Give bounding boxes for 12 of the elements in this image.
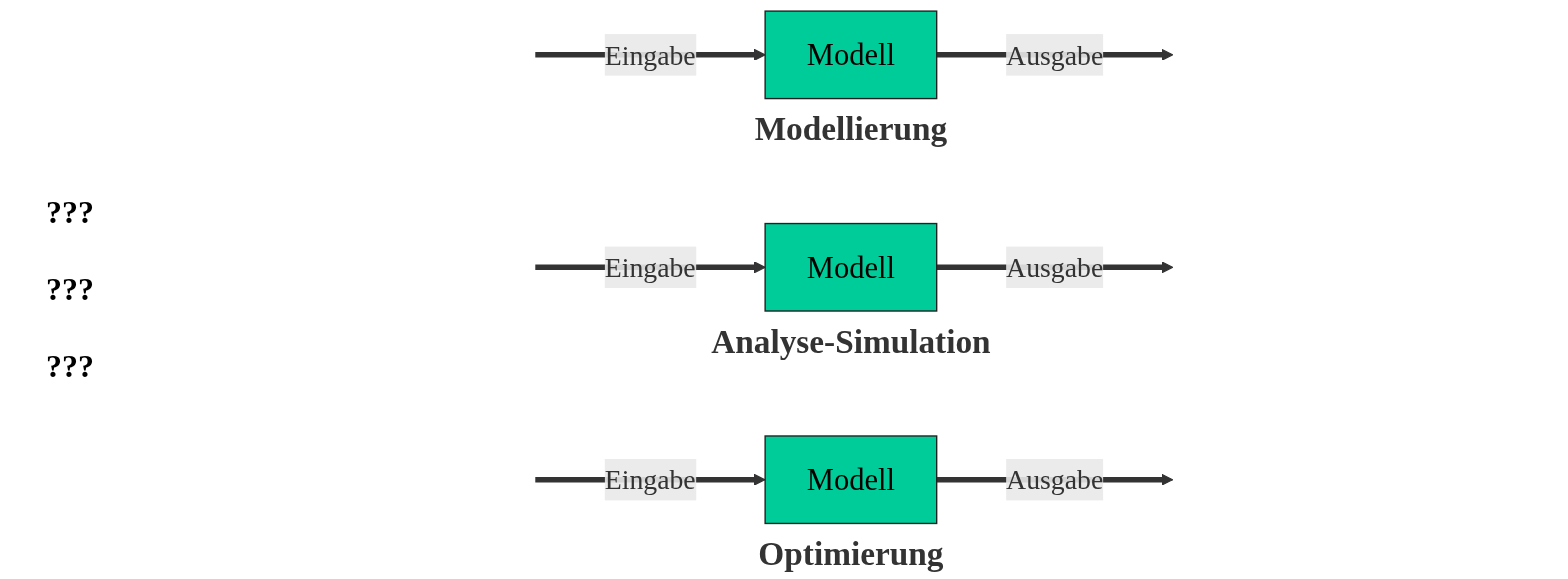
diagram-caption: Modellierung	[754, 110, 948, 148]
question-marks: ???	[46, 194, 94, 231]
diagram-caption: Analyse-Simulation	[711, 322, 991, 360]
model-box: Modell	[764, 10, 938, 100]
edge-label: Ausgabe	[1006, 252, 1104, 283]
edge-label: Eingabe	[604, 464, 696, 495]
question-marks: ???	[46, 348, 94, 385]
edge-label: Ausgabe	[1006, 464, 1104, 495]
question-marks: ???	[46, 271, 94, 308]
model-box: Modell	[764, 222, 938, 312]
model-box: Modell	[764, 435, 938, 525]
diagram-caption: Optimierung	[758, 535, 944, 573]
